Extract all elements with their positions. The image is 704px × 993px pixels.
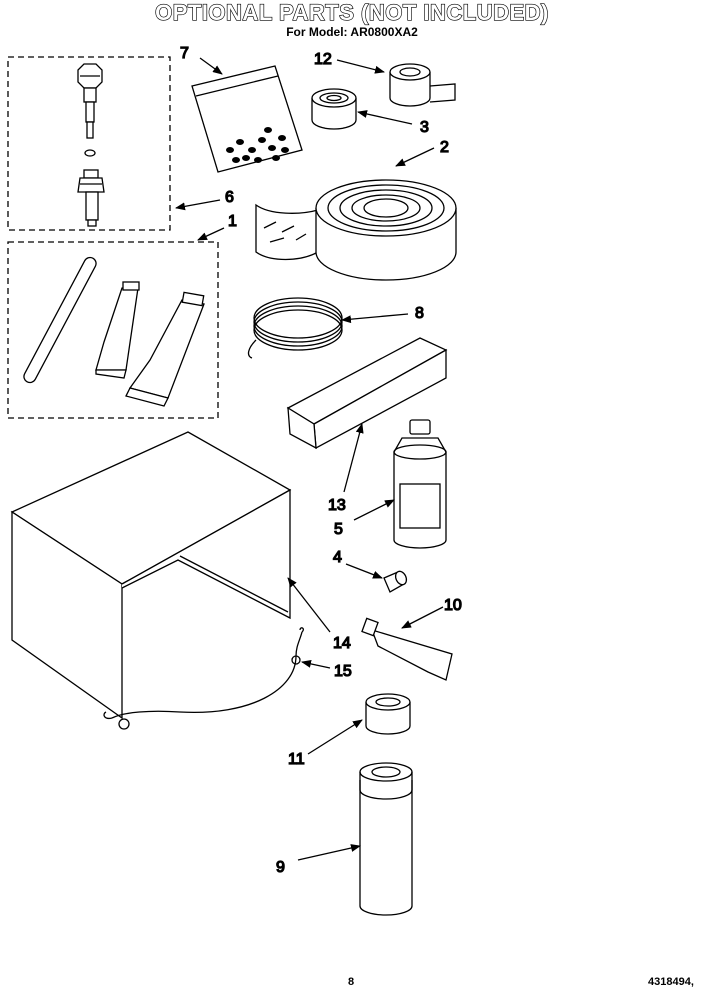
part-8-wire-coil bbox=[247, 297, 343, 359]
part-12-tape-roll bbox=[389, 63, 456, 107]
leader-lines bbox=[175, 57, 444, 861]
document-number: 4318494, bbox=[648, 976, 694, 988]
model-subtitle: For Model: AR0800XA2 bbox=[286, 25, 418, 39]
part-10-tube bbox=[361, 617, 453, 681]
callout-14: 14 bbox=[333, 635, 351, 652]
callout-3: 3 bbox=[420, 119, 429, 136]
part-2-large-foam-roll bbox=[255, 179, 457, 281]
callout-8: 8 bbox=[415, 305, 424, 322]
callout-13: 13 bbox=[328, 497, 346, 514]
callout-5: 5 bbox=[334, 521, 343, 538]
callout-6: 6 bbox=[225, 189, 234, 206]
part-15-bungee-cord bbox=[103, 627, 305, 730]
part-7-screw-bag bbox=[191, 65, 303, 173]
page-number: 8 bbox=[348, 976, 355, 988]
part-9-spray-can bbox=[359, 762, 413, 916]
callout-4: 4 bbox=[333, 549, 342, 566]
callout-9: 9 bbox=[276, 859, 285, 876]
part-4-cap bbox=[383, 570, 408, 593]
callout-12: 12 bbox=[314, 51, 332, 68]
callout-10: 10 bbox=[444, 597, 462, 614]
part-1-sealant-kit bbox=[7, 241, 219, 419]
callout-15: 15 bbox=[334, 663, 352, 680]
page-title: OPTIONAL PARTS (NOT INCLUDED) bbox=[154, 0, 549, 26]
callout-2: 2 bbox=[440, 139, 449, 156]
part-6-valve-kit bbox=[7, 56, 171, 231]
callout-7: 7 bbox=[180, 45, 189, 62]
part-11-small-tape bbox=[365, 693, 411, 735]
callout-11: 11 bbox=[288, 751, 305, 768]
part-13-foam-block bbox=[286, 337, 448, 450]
part-5-cleaner-bottle bbox=[393, 419, 447, 549]
part-14-cover bbox=[10, 431, 292, 720]
callout-1: 1 bbox=[228, 213, 237, 230]
part-3-foam-roll bbox=[311, 88, 357, 130]
callout-labels: 7 12 3 2 6 1 8 13 5 4 10 14 15 11 9 bbox=[179, 44, 462, 876]
